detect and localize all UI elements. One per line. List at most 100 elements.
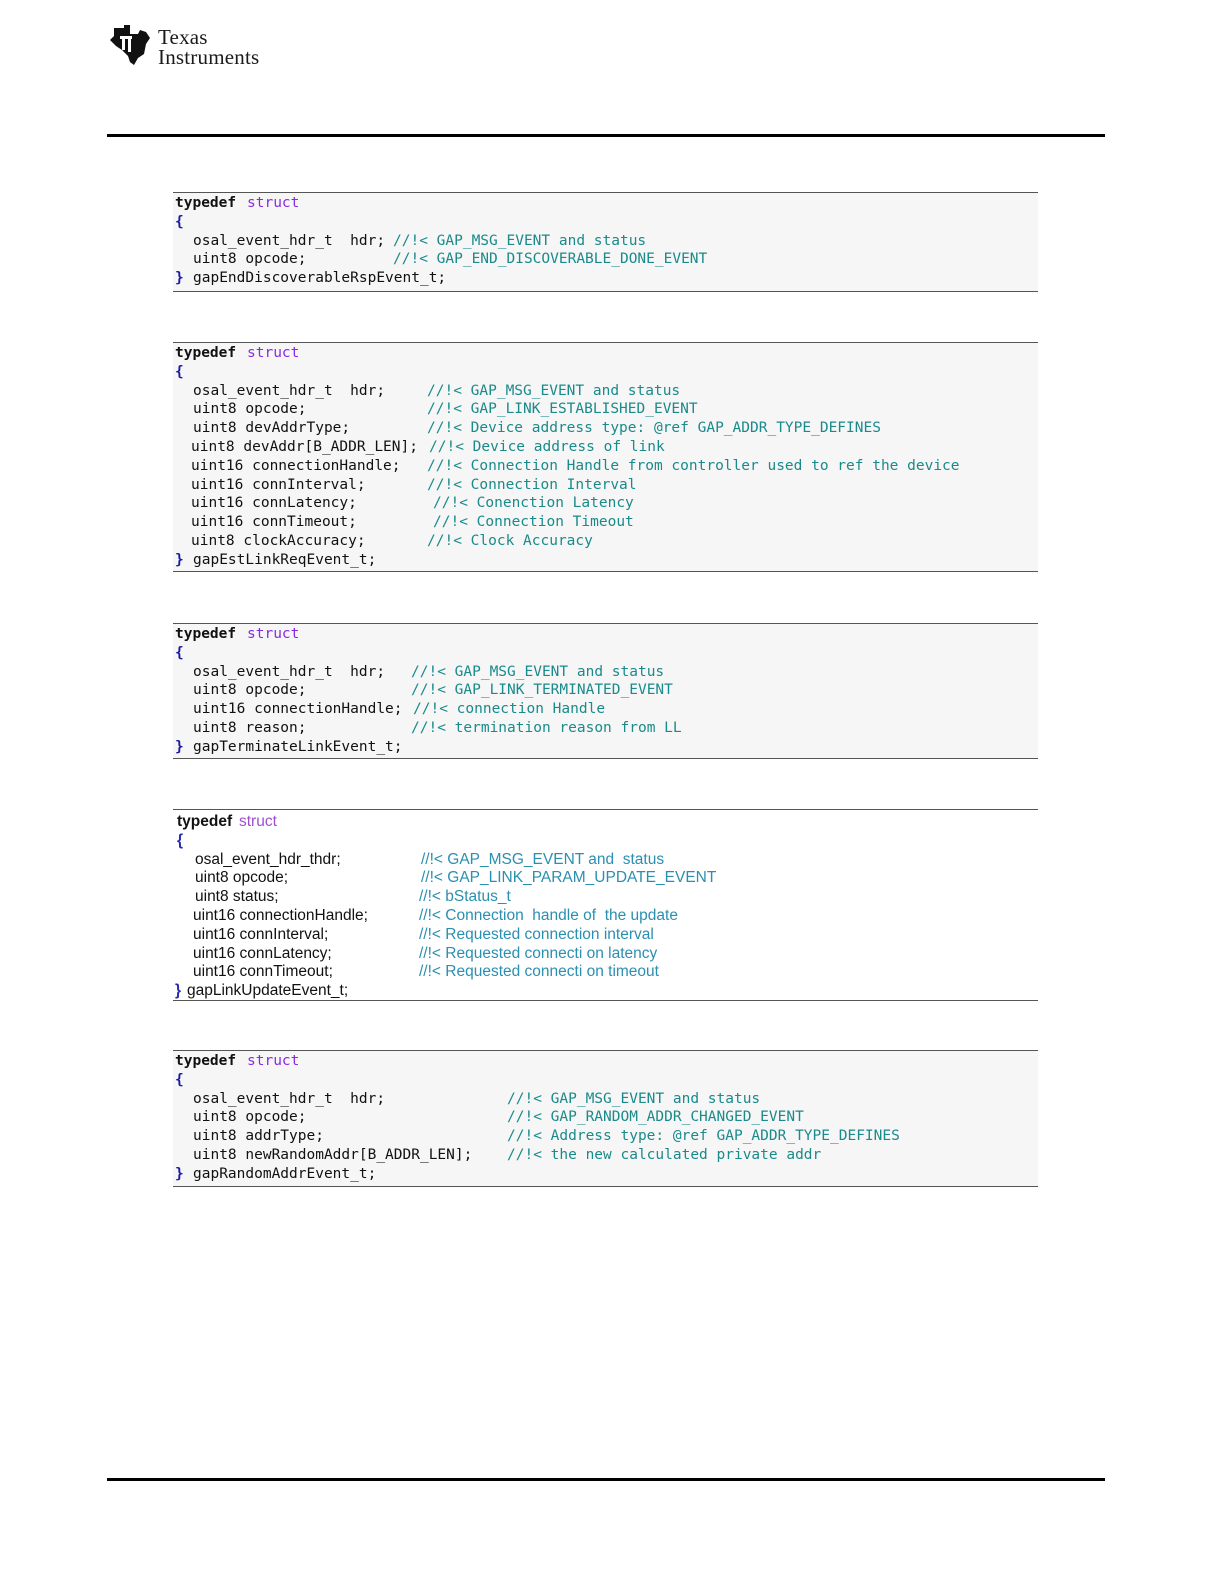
field-comment: //!< GAP_END_DISCOVERABLE_DONE_EVENT — [393, 251, 708, 268]
struct-keyword: struct — [239, 813, 277, 830]
field-comment: //!< Requested connecti on latency — [419, 944, 658, 962]
field-comment: //!< Address type: @ref GAP_ADDR_TYPE_DE… — [507, 1128, 900, 1145]
field-decl: uint8 clockAccuracy; — [191, 532, 366, 549]
field-line: uint8 newRandomAddr[B_ADDR_LEN]; //!< the… — [175, 1147, 1038, 1166]
field-line: uint16 connTimeout; //!< Requested connec… — [175, 963, 1038, 982]
field-comment: //!< the new calculated private addr — [507, 1146, 822, 1163]
open-brace-line: { — [175, 1072, 1038, 1091]
field-comment: //!< GAP_LINK_TERMINATED_EVENT — [411, 682, 673, 699]
close-line: } gapLinkUpdateEvent_t; — [175, 982, 1038, 1001]
field-line: uint16 connectionHandle; //!< Connection … — [175, 458, 1038, 477]
open-brace-line: { — [175, 364, 1038, 383]
typedef-keyword: typedef — [177, 813, 233, 830]
field-comment: //!< GAP_MSG_EVENT and status — [421, 850, 665, 868]
field-line: uint8 reason;//!< termination reason fro… — [175, 720, 1038, 739]
field-line: uint16 connTimeout;//!< Connection Timeo… — [175, 514, 1038, 533]
field-decl: uint16 connectionHandle; — [193, 906, 368, 924]
field-comment: //!< Connection Handle from controller u… — [427, 457, 960, 474]
field-decl: uint16 connTimeout; — [193, 963, 333, 981]
field-decl: osal_event_hdr_t hdr; — [193, 232, 386, 249]
field-line: osal_event_hdr_t hdr;//!< GAP_MSG_EVENT … — [175, 383, 1038, 402]
field-decl: uint8 status; — [195, 888, 279, 906]
open-brace-line: { — [175, 832, 1038, 851]
typedef-keyword: typedef — [175, 345, 237, 361]
struct-keyword: struct — [247, 345, 300, 361]
struct-keyword: struct — [247, 195, 300, 211]
field-comment: //!< Requested connecti on timeout — [419, 963, 659, 981]
typedef-line: typedef struct — [175, 1053, 1038, 1072]
field-decl: uint16 connLatency; — [193, 944, 332, 962]
open-brace: { — [175, 213, 184, 230]
field-comment: //!< Connection handle of the update — [419, 906, 678, 924]
field-comment: //!< Clock Accuracy — [427, 532, 593, 549]
field-comment: //!< GAP_LINK_ESTABLISHED_EVENT — [427, 401, 698, 418]
field-line: uint8 opcode;//!< GAP_RANDOM_ADDR_CHANGE… — [175, 1109, 1038, 1128]
close-brace: } — [175, 270, 184, 287]
struct-name: gapTerminateLinkEvent_t; — [193, 738, 403, 755]
field-decl: uint8 opcode; — [193, 1109, 307, 1126]
field-comment: //!< termination reason from LL — [411, 719, 682, 736]
company-name: Texas Instruments — [158, 25, 259, 68]
field-comment: //!< GAP_MSG_EVENT and status — [507, 1090, 761, 1107]
field-decl: uint16 connInterval; — [191, 476, 366, 493]
close-line: } gapTerminateLinkEvent_t; — [175, 739, 1038, 758]
field-line: osal_event_hdr_t hdr; //!< GAP_MSG_EVENT… — [175, 233, 1038, 252]
close-brace: } — [175, 1165, 184, 1182]
field-decl: uint8 devAddrType; — [193, 420, 351, 437]
field-line: uint8 addrType; //!< Address type: @ref G… — [175, 1128, 1038, 1147]
field-line: uint16 connLatency; //!< Conenction Laten… — [175, 495, 1038, 514]
typedef-keyword: typedef — [175, 195, 237, 211]
close-line: } gapEndDiscoverableRspEvent_t; — [175, 270, 1038, 289]
field-line: uint8 clockAccuracy; //!< Clock Accuracy — [175, 533, 1038, 552]
field-decl: uint16 connInterval; — [193, 925, 329, 943]
typedef-line: typedef struct — [175, 345, 1038, 364]
field-line: uint8 opcode; //!< GAP_LINK_ESTABLISHED_E… — [175, 401, 1038, 420]
field-decl: uint16 connectionHandle; — [191, 457, 401, 474]
open-brace-line: { — [175, 214, 1038, 233]
field-decl: uint8 addrType; — [193, 1128, 324, 1145]
field-comment: //!< Requested connection interval — [419, 925, 654, 943]
field-line: uint8 opcode;//!< GAP_LINK_TERMINATED_EV… — [175, 682, 1038, 701]
code-block-link-update: typedef struct { osal_event_hdr_thdr; //!… — [173, 809, 1038, 1001]
field-line: osal_event_hdr_t hdr;//!< GAP_MSG_EVENT … — [175, 664, 1038, 683]
field-comment: //!< Conenction Latency — [433, 495, 634, 512]
close-brace: } — [175, 551, 184, 568]
field-comment: //!< Device address type: @ref GAP_ADDR_… — [427, 420, 881, 437]
open-brace-line: { — [175, 645, 1038, 664]
field-line: uint8 opcode; //!< GAP_END_DISCOVERABLE_… — [175, 251, 1038, 270]
open-brace: { — [175, 644, 184, 661]
close-line: } gapEstLinkReqEvent_t; — [175, 552, 1038, 571]
field-line: uint8 devAddrType; //!< Device address ty… — [175, 420, 1038, 439]
field-decl: uint8 newRandomAddr[B_ADDR_LEN]; — [193, 1146, 473, 1163]
typedef-keyword: typedef — [175, 626, 237, 642]
field-decl: uint16 connectionHandle; — [193, 701, 403, 718]
code-block-terminate-link: typedef struct { osal_event_hdr_t hdr;//… — [173, 623, 1038, 759]
field-comment: //!< GAP_MSG_EVENT and status — [411, 663, 665, 680]
struct-name: gapLinkUpdateEvent_t; — [187, 982, 349, 1000]
texas-state-icon — [110, 25, 150, 65]
close-brace: } — [175, 982, 182, 1000]
footer-rule — [107, 1478, 1105, 1481]
typedef-keyword: typedef — [175, 1053, 237, 1069]
field-decl: uint8 opcode; — [193, 251, 307, 268]
code-block-end-discoverable: typedef struct { osal_event_hdr_t hdr; /… — [173, 192, 1038, 292]
struct-name: gapEstLinkReqEvent_t; — [193, 551, 377, 568]
field-line: uint16 connInterval;//!< Connection Inte… — [175, 477, 1038, 496]
struct-name: gapEndDiscoverableRspEvent_t; — [193, 270, 447, 287]
field-line: uint8 devAddr[B_ADDR_LEN];//!< Device ad… — [175, 439, 1038, 458]
field-line: uint16 connInterval; //!< Requested conne… — [175, 926, 1038, 945]
field-line: uint8 opcode;//!< GAP_LINK_PARAM_UPDATE_… — [175, 869, 1038, 888]
code-block-est-link-req: typedef struct { osal_event_hdr_t hdr;//… — [173, 342, 1038, 572]
field-line: uint16 connectionHandle;//!< connection … — [175, 701, 1038, 720]
struct-name: gapRandomAddrEvent_t; — [193, 1165, 377, 1182]
code-block-random-addr: typedef struct { osal_event_hdr_t hdr;//… — [173, 1050, 1038, 1187]
close-line: } gapRandomAddrEvent_t; — [175, 1166, 1038, 1185]
open-brace: { — [177, 831, 184, 849]
field-decl: uint8 opcode; — [193, 401, 307, 418]
company-line-1: Texas — [158, 25, 208, 49]
field-decl: osal_event_hdr_thdr; — [195, 850, 341, 868]
typedef-line: typedef struct — [175, 195, 1038, 214]
open-brace: { — [175, 1071, 184, 1088]
field-comment: //!< GAP_MSG_EVENT and status — [427, 382, 681, 399]
field-decl: uint16 connLatency; — [191, 495, 357, 512]
